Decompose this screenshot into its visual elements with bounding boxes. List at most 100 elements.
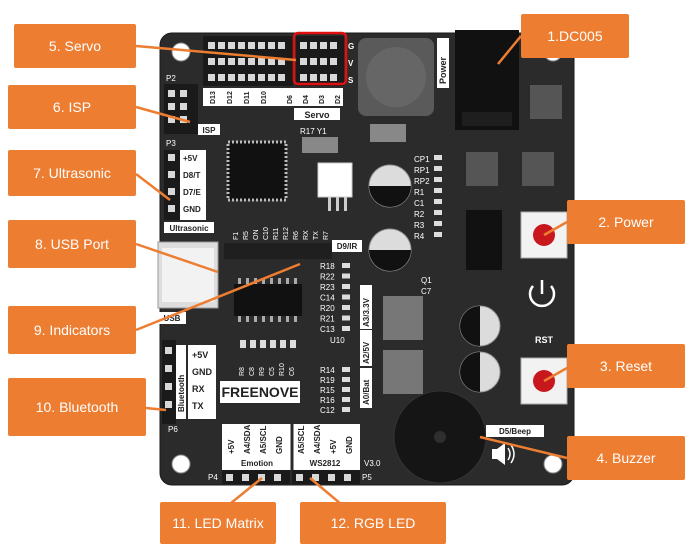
component-label: R3: [414, 221, 425, 230]
indicator-label: R6: [293, 231, 300, 240]
usb-chip-pin: [294, 278, 297, 284]
usb-chip: [234, 284, 302, 316]
ws2812-header: [292, 470, 360, 484]
servo-pin: [330, 58, 337, 65]
smd-part: [342, 367, 350, 372]
usb-chip-pin: [246, 278, 249, 284]
ultrasonic-pin: [168, 188, 175, 195]
servo-pin: [218, 74, 225, 81]
regulator-3: [530, 85, 562, 119]
emotion-pin: [274, 474, 281, 481]
indicator-label: ON: [253, 230, 260, 241]
crystal: [302, 137, 338, 153]
servo-pin: [238, 42, 245, 49]
d9ir-label: D9/IR: [337, 242, 358, 251]
servo-pin: [310, 74, 317, 81]
regulator-2: [522, 152, 554, 186]
smd-part: [250, 340, 256, 348]
usb-chip-pin: [262, 278, 265, 284]
servo-pin: [248, 74, 255, 81]
servo-pin: [228, 42, 235, 49]
indicator-label: R11: [273, 228, 280, 240]
servo-pin-label: D10: [261, 91, 268, 104]
ir-leg-1: [328, 197, 331, 211]
callout-buzzer: 4. Buzzer: [567, 436, 685, 480]
callout-bluetooth: 10. Bluetooth: [8, 378, 146, 436]
servo-pin: [228, 74, 235, 81]
ws2812-title: WS2812: [310, 459, 341, 468]
ws2812-pin-label: GND: [345, 436, 354, 454]
servo-pin: [300, 42, 307, 49]
smd-part: [342, 273, 350, 279]
component-label: R16: [320, 396, 335, 405]
smd-part: [434, 199, 442, 204]
indicator-label: R12: [283, 227, 290, 240]
servo-pin-label: D6: [287, 95, 294, 104]
smd-part: [270, 340, 276, 348]
servo-pin: [248, 42, 255, 49]
servo-pin: [268, 42, 275, 49]
bluetooth-title-bg: [176, 345, 186, 419]
servo-pin: [208, 42, 215, 49]
callout-ledmatrix-label: 11. LED Matrix: [172, 515, 264, 531]
smd-part: [434, 155, 442, 160]
mcu-body: [232, 146, 282, 196]
ultrasonic-header: [164, 150, 180, 220]
servo-pin: [310, 42, 317, 49]
component-label: RP1: [414, 166, 430, 175]
regulator-1: [466, 152, 498, 186]
power-label: Power: [438, 56, 448, 84]
isp-pin: [168, 116, 175, 123]
callout-usb-label: 8. USB Port: [35, 236, 109, 252]
usb-chip-pin: [238, 278, 241, 284]
servo-pin: [300, 74, 307, 81]
mount-hole-top-left: [171, 42, 191, 62]
servo-pin-label: D3: [319, 95, 326, 104]
ir-receiver: [317, 162, 353, 198]
callout-servo: 5. Servo: [14, 24, 136, 68]
servo-row-g: G: [348, 42, 354, 51]
component-label: C6: [289, 367, 296, 376]
servo-pin: [248, 58, 255, 65]
ws2812-pin: [328, 474, 335, 481]
component-label: R22: [320, 273, 335, 282]
smd-part: [342, 263, 350, 268]
power-label-bg: [437, 38, 449, 88]
ir-leg-3: [344, 197, 347, 211]
servo-pin: [310, 58, 317, 65]
servo-pin: [208, 74, 215, 81]
usb-chip-pin: [286, 278, 289, 284]
r17y1-label: R17 Y1: [300, 127, 327, 136]
servo-pin: [330, 42, 337, 49]
smd-part: [342, 407, 350, 412]
servo-pin: [218, 42, 225, 49]
capacitor-4-band: [460, 352, 480, 392]
p6-label: P6: [168, 425, 178, 434]
p4-label: P4: [208, 473, 218, 482]
usb-chip-pin: [278, 316, 281, 322]
servo-pin-label: D4: [303, 95, 310, 104]
smd-part: [434, 166, 442, 171]
callout-dc005: 1.DC005: [521, 14, 629, 58]
component-label: R18: [320, 262, 335, 271]
servo-title-bg: [294, 108, 340, 120]
smd-part: [260, 340, 266, 348]
bluetooth-pin-label: RX: [192, 384, 205, 394]
rst-label: RST: [535, 335, 554, 345]
a2-label: A2/5V: [362, 341, 371, 364]
p5-label: P5: [362, 473, 372, 482]
ultrasonic-pin-label: GND: [183, 205, 201, 214]
servo-title: Servo: [304, 110, 330, 120]
callout-indicators-label: 9. Indicators: [33, 322, 111, 338]
component-label: R1: [414, 188, 425, 197]
smd-part: [434, 210, 442, 215]
callout-servo-label: 5. Servo: [48, 38, 102, 54]
servo-pin: [268, 58, 275, 65]
ultrasonic-title-bg: [164, 222, 214, 233]
servo-pin: [278, 74, 285, 81]
smd-part: [280, 340, 286, 348]
servo-pin: [268, 74, 275, 81]
servo-pin: [300, 58, 307, 65]
component-label: R10: [279, 363, 286, 376]
ultrasonic-pin-label: +5V: [183, 154, 198, 163]
